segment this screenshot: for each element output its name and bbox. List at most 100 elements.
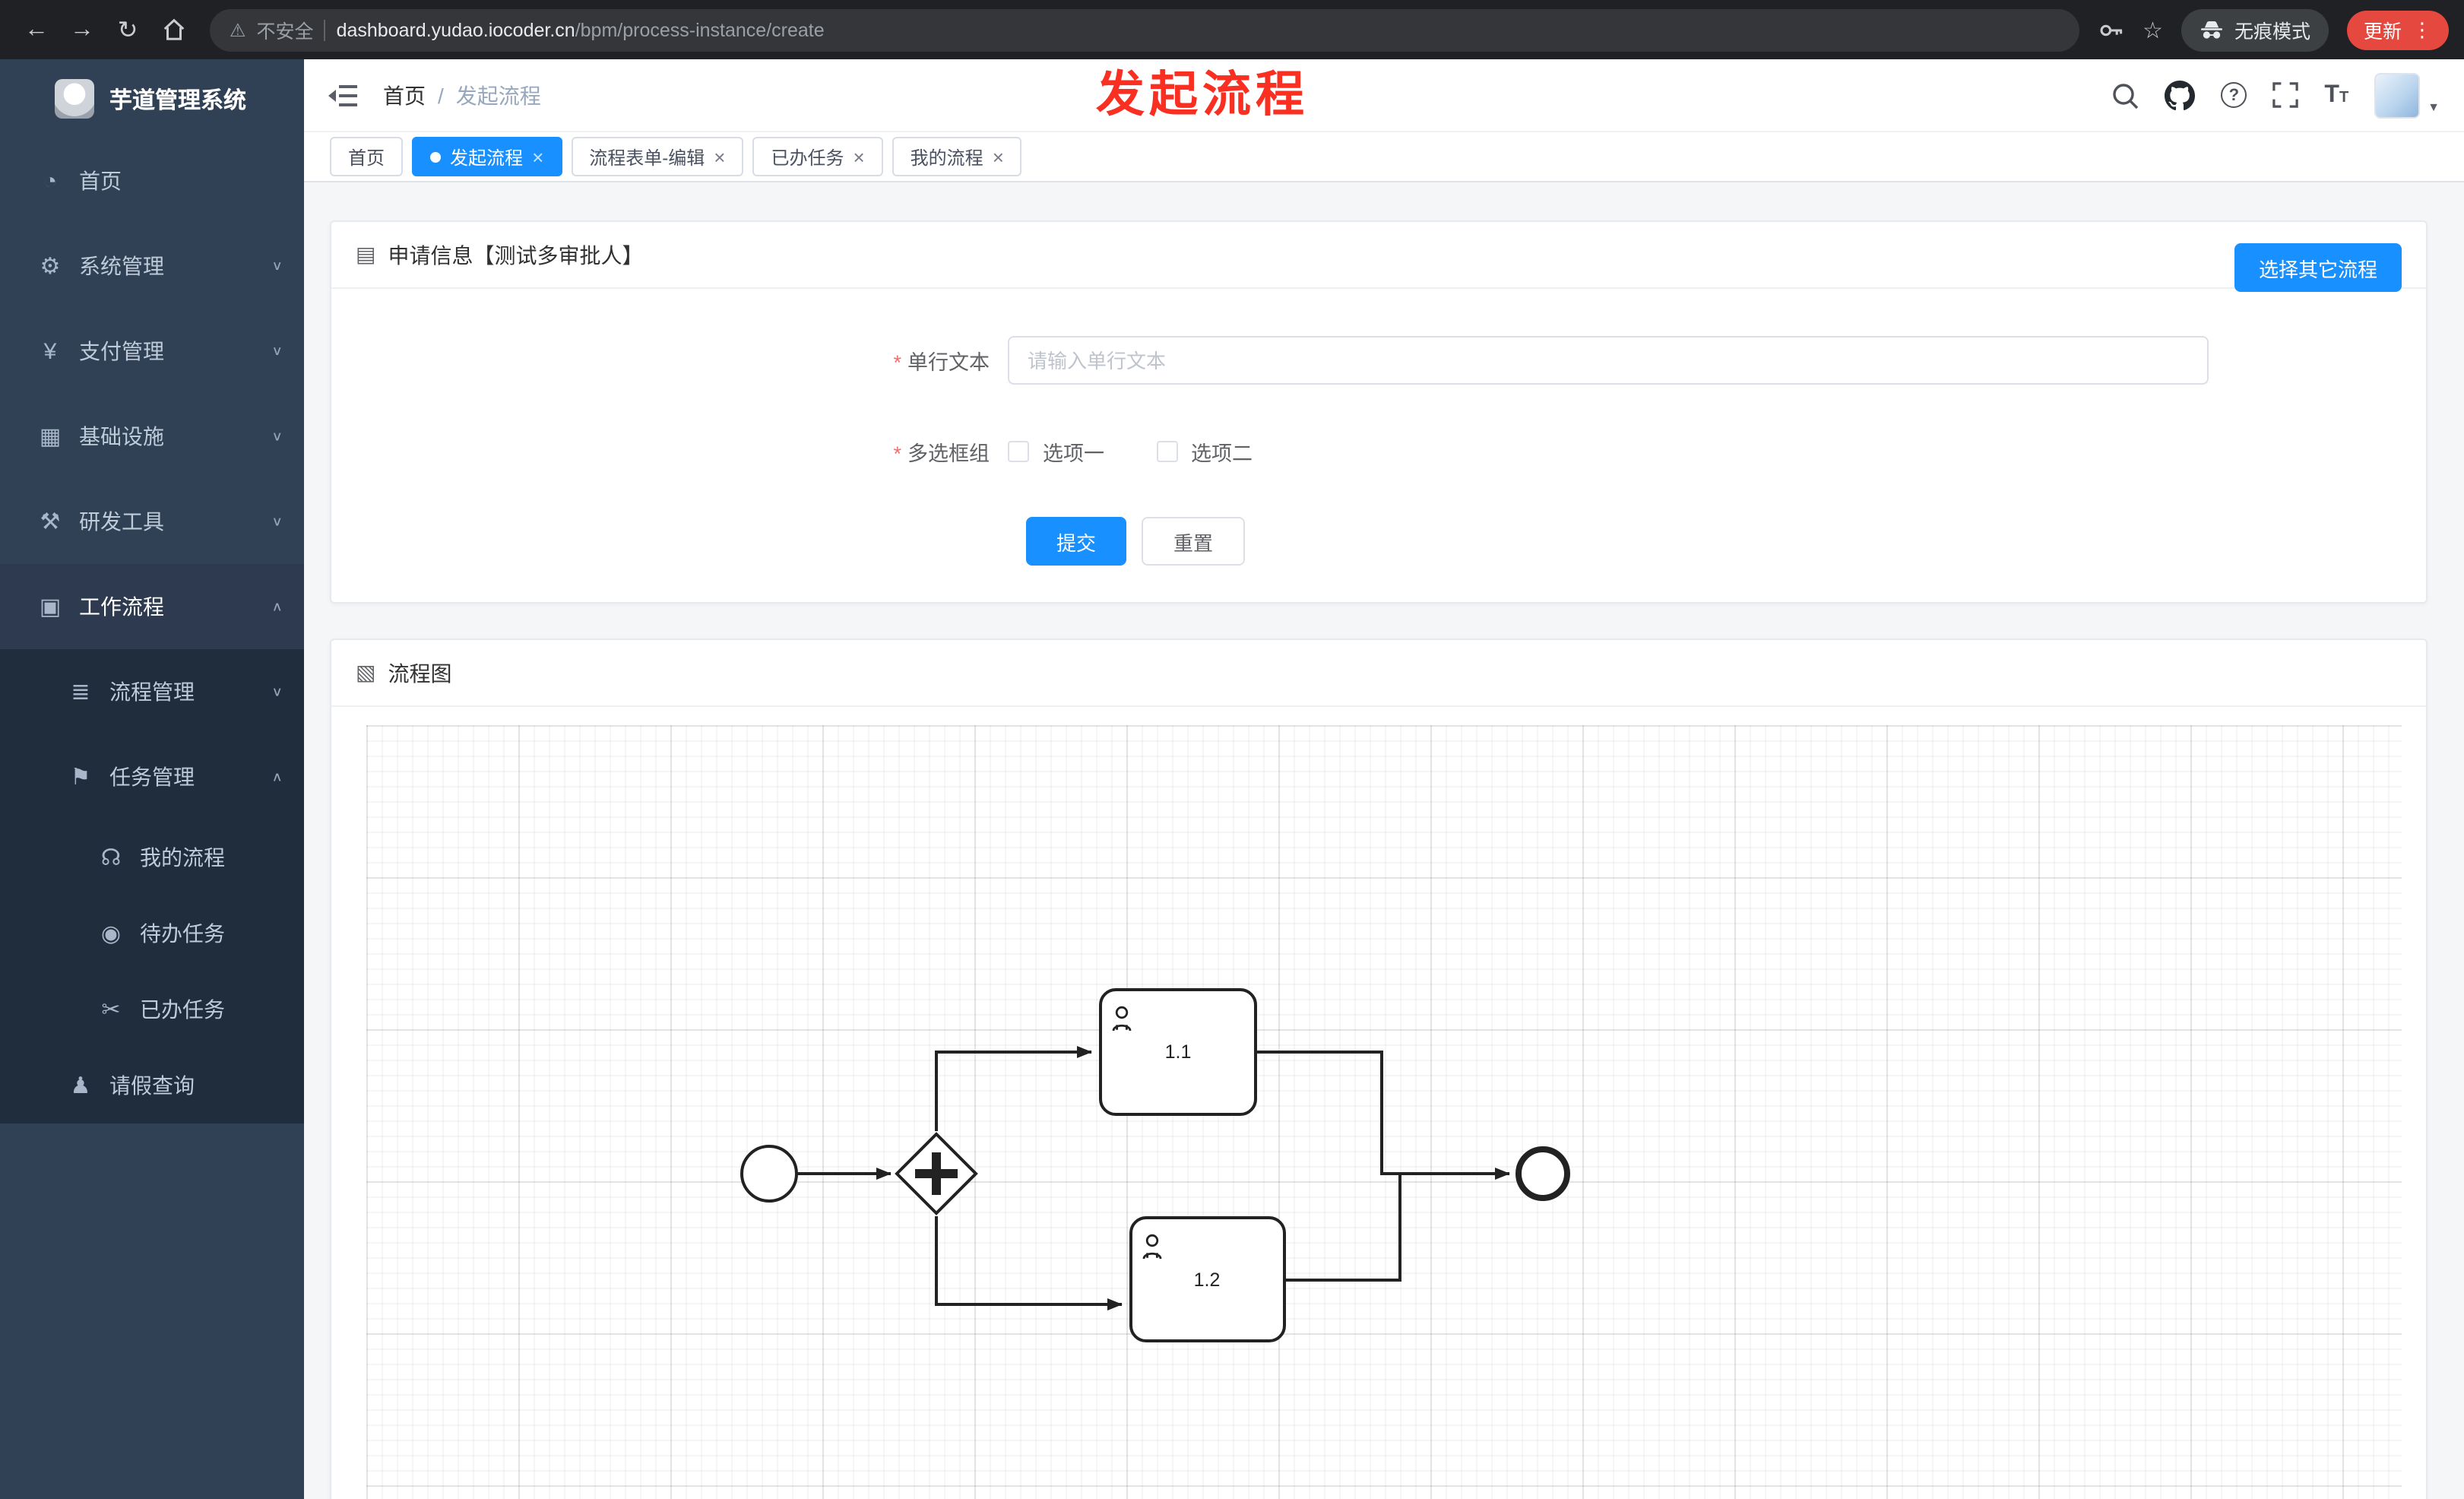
- tab-done-tasks[interactable]: 已办任务 ×: [752, 137, 883, 176]
- close-icon[interactable]: ×: [992, 145, 1004, 168]
- field-label: *多选框组: [331, 436, 1008, 467]
- sidebar-item-task-mgmt[interactable]: ⚑ 任务管理 ∧: [0, 734, 304, 819]
- sidebar-item-label: 支付管理: [79, 339, 164, 363]
- bpmn-diagram: 1.1 1.2: [740, 988, 1570, 1342]
- user-avatar[interactable]: ▼: [2374, 72, 2440, 118]
- sidebar-item-label: 已办任务: [140, 997, 225, 1022]
- parallel-gateway[interactable]: [895, 1132, 978, 1215]
- close-icon[interactable]: ×: [714, 145, 726, 168]
- checkbox-box[interactable]: [1156, 441, 1177, 462]
- field-label-text: 多选框组: [907, 442, 990, 465]
- browser-chrome: ← → ↻ ⚠ 不安全 dashboard.yudao.iocoder.cn/b…: [0, 0, 2464, 59]
- tab-home[interactable]: 首页: [330, 137, 404, 176]
- key-icon[interactable]: [2097, 16, 2124, 43]
- sidebar-item-todo-tasks[interactable]: ◉ 待办任务: [0, 895, 304, 971]
- fullscreen-icon[interactable]: [2272, 82, 2299, 108]
- checkbox-box[interactable]: [1008, 441, 1029, 462]
- browser-menu-icon[interactable]: ⋮: [2412, 17, 2432, 40]
- page-content: 选择其它流程 ▤ 申请信息【测试多审批人】 * 单行文本 *多选框组: [304, 182, 2464, 1499]
- sidebar-item-infrastructure[interactable]: ▦ 基础设施 ∨: [0, 394, 304, 479]
- start-event[interactable]: [740, 1145, 798, 1203]
- sidebar-item-system-mgmt[interactable]: ⚙ 系统管理 ∨: [0, 223, 304, 309]
- sidebar-item-dev-tools[interactable]: ⚒ 研发工具 ∨: [0, 479, 304, 564]
- back-icon[interactable]: ←: [24, 16, 49, 42]
- update-button[interactable]: 更新 ⋮: [2346, 10, 2449, 49]
- workflow-icon: ▣: [39, 594, 62, 620]
- sidebar-item-payment-mgmt[interactable]: ¥ 支付管理 ∨: [0, 309, 304, 394]
- sidebar-item-my-process[interactable]: ☊ 我的流程: [0, 819, 304, 895]
- sidebar-item-label: 工作流程: [79, 594, 164, 619]
- card-title: 流程图: [388, 661, 452, 685]
- chevron-up-icon: ∧: [271, 599, 283, 614]
- home-icon[interactable]: [152, 8, 195, 51]
- breadcrumb-home[interactable]: 首页: [383, 83, 426, 107]
- person-icon: ♟: [70, 1073, 91, 1099]
- update-label: 更新: [2363, 21, 2402, 43]
- main-layout: 芋道管理系统 ◔ 首页 ⚙ 系统管理 ∨ ¥ 支付管理 ∨ ▦ 基础设施 ∨: [0, 59, 2464, 1499]
- field-label-text: 单行文本: [907, 351, 990, 374]
- sidebar-item-label: 流程管理: [109, 680, 195, 704]
- card-header: ▤ 申请信息【测试多审批人】: [331, 222, 2426, 289]
- security-label[interactable]: 不安全: [256, 21, 314, 43]
- checkbox-group: 选项一 选项二: [1008, 436, 1253, 467]
- user-icon: [1112, 1006, 1132, 1032]
- chevron-down-icon: ∨: [271, 684, 283, 699]
- single-line-text-input[interactable]: [1008, 336, 2209, 385]
- close-icon[interactable]: ×: [532, 145, 544, 168]
- breadcrumb-separator: /: [438, 83, 444, 107]
- help-icon[interactable]: ?: [2221, 82, 2247, 108]
- tab-create-process[interactable]: 发起流程 ×: [412, 137, 562, 176]
- list-icon: ≣: [71, 680, 90, 705]
- user-task-1-1[interactable]: 1.1: [1099, 988, 1257, 1116]
- sidebar-item-workflow[interactable]: ▣ 工作流程 ∧: [0, 564, 304, 649]
- sidebar-item-process-mgmt[interactable]: ≣ 流程管理 ∨: [0, 649, 304, 734]
- flow-task2-join: [1284, 1174, 1401, 1282]
- user-task-1-2[interactable]: 1.2: [1129, 1216, 1286, 1342]
- bpmn-canvas[interactable]: 1.1 1.2: [366, 725, 2402, 1499]
- app-title: 芋道管理系统: [109, 87, 247, 113]
- checkbox-option-2[interactable]: 选项二: [1156, 436, 1253, 467]
- form-row-checkbox: *多选框组 选项一 选项二: [331, 436, 2426, 467]
- url-path: /bpm/process-instance/create: [575, 19, 825, 40]
- close-icon[interactable]: ×: [853, 145, 865, 168]
- content-column: 首页 / 发起流程 ?: [304, 59, 2464, 1499]
- select-other-process-button[interactable]: 选择其它流程: [2234, 243, 2402, 292]
- divider: [324, 19, 326, 40]
- tab-process-form-edit[interactable]: 流程表单-编辑 ×: [571, 137, 744, 176]
- tab-my-process[interactable]: 我的流程 ×: [892, 137, 1022, 176]
- address-bar[interactable]: ⚠ 不安全 dashboard.yudao.iocoder.cn/bpm/pro…: [210, 8, 2079, 51]
- sidebar-item-home[interactable]: ◔ 首页: [0, 138, 304, 223]
- logo-avatar: [55, 79, 94, 119]
- headset-icon: ☊: [100, 845, 122, 871]
- forward-icon[interactable]: →: [70, 16, 94, 42]
- search-icon[interactable]: [2111, 81, 2139, 109]
- application-info-card: 选择其它流程 ▤ 申请信息【测试多审批人】 * 单行文本 *多选框组: [330, 220, 2428, 604]
- font-size-small: T: [2339, 89, 2349, 106]
- sidebar-collapse-icon[interactable]: [328, 81, 359, 109]
- required-mark: *: [893, 351, 901, 374]
- sidebar-item-done-tasks[interactable]: ✂ 已办任务: [0, 971, 304, 1047]
- task-label: 1.2: [1194, 1269, 1221, 1291]
- checkbox-option-1[interactable]: 选项一: [1008, 436, 1104, 467]
- chrome-actions: ☆ 无痕模式 更新 ⋮: [2097, 8, 2449, 51]
- card-header: ▧ 流程图: [331, 640, 2426, 707]
- end-event[interactable]: [1515, 1146, 1570, 1201]
- reset-button[interactable]: 重置: [1142, 517, 1246, 566]
- sidebar-item-label: 待办任务: [140, 921, 225, 946]
- sidebar-item-label: 请假查询: [109, 1073, 195, 1098]
- bookmark-star-icon[interactable]: ☆: [2143, 17, 2163, 43]
- flow-gateway-to-task2: [935, 1216, 1123, 1310]
- refresh-icon[interactable]: ↻: [117, 17, 138, 43]
- tab-label: 已办任务: [771, 147, 844, 168]
- incognito-label: 无痕模式: [2234, 21, 2310, 43]
- app-logo[interactable]: 芋道管理系统: [0, 59, 304, 138]
- sidebar-item-label: 研发工具: [79, 509, 164, 534]
- sidebar-item-leave-query[interactable]: ♟ 请假查询: [0, 1047, 304, 1123]
- github-icon[interactable]: [2165, 80, 2196, 110]
- user-icon: [1142, 1234, 1162, 1260]
- chevron-down-icon: ∨: [271, 344, 283, 359]
- submit-button[interactable]: 提交: [1026, 517, 1127, 566]
- sidebar-item-label: 任务管理: [109, 765, 195, 789]
